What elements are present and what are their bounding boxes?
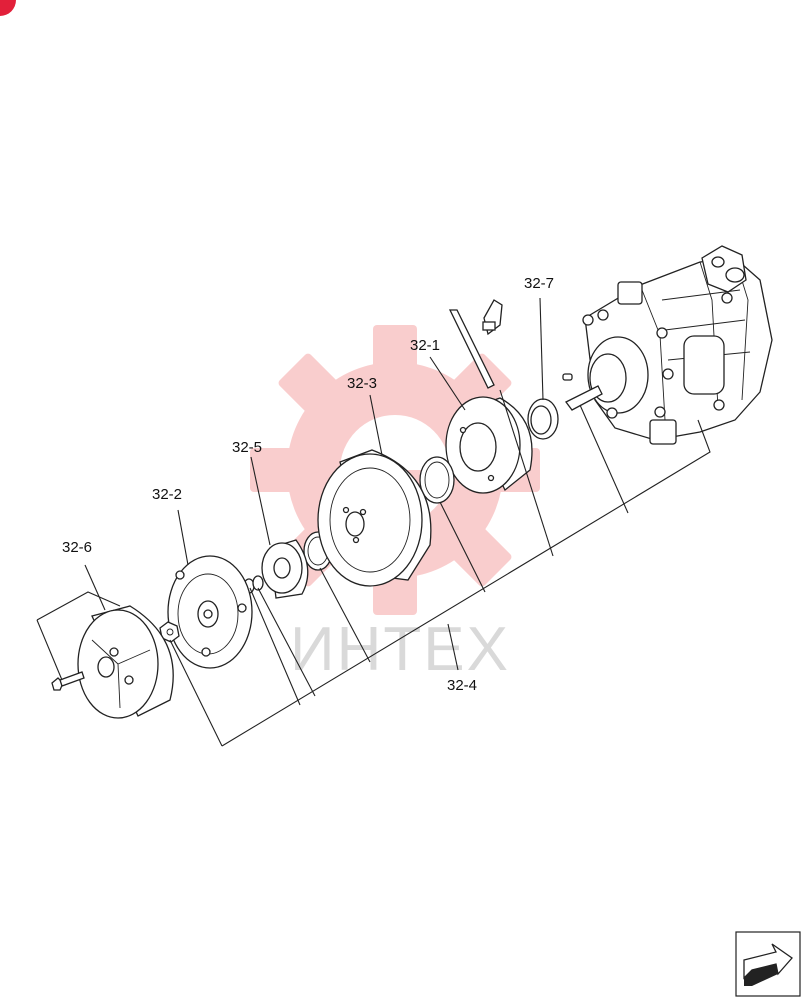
part-32-7-seal bbox=[527, 398, 559, 440]
part-32-6-cover bbox=[77, 605, 174, 719]
leader-lines bbox=[36, 297, 711, 747]
part-32-2-armature-plate bbox=[167, 555, 253, 669]
next-page-arrow-icon[interactable] bbox=[735, 931, 801, 997]
part-32-3-pulley bbox=[317, 449, 432, 587]
callout-32-6: 32-6 bbox=[62, 539, 92, 556]
part-32-4-snap-ring bbox=[303, 456, 455, 571]
bolt-part bbox=[51, 671, 85, 691]
callout-32-4: 32-4 bbox=[447, 677, 477, 694]
callout-32-2: 32-2 bbox=[152, 486, 182, 503]
compressor-body bbox=[562, 245, 773, 445]
part-32-1-field-coil bbox=[445, 299, 533, 494]
part-32-5-bearing bbox=[261, 539, 309, 599]
callout-32-7: 32-7 bbox=[524, 275, 554, 292]
callout-32-3: 32-3 bbox=[347, 375, 377, 392]
callout-32-1: 32-1 bbox=[410, 337, 440, 354]
corner-badge-icon bbox=[0, 0, 16, 16]
watermark-text: ИНТЕХ bbox=[290, 615, 510, 684]
callout-32-5: 32-5 bbox=[232, 439, 262, 456]
shim-washers bbox=[243, 575, 264, 594]
